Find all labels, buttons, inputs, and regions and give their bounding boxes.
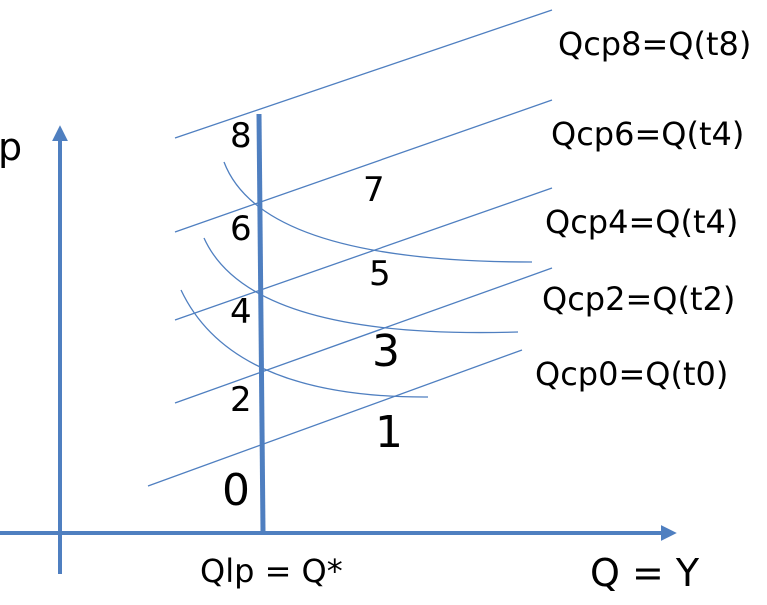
qcp0-line (147, 349, 523, 487)
region-5: 5 (369, 254, 391, 294)
curve-label-qcp0: Qcp0=Q(t0) (535, 355, 728, 393)
region-4: 4 (230, 292, 252, 332)
x-axis-label: Q = Y (590, 551, 700, 595)
lower-curve (180, 289, 429, 398)
qcp4-line (174, 187, 553, 321)
qcp8-line (174, 9, 553, 139)
curve-label-qcp8: Qcp8=Q(t8) (558, 25, 751, 63)
region-1: 1 (375, 407, 403, 458)
curve-label-qcp4: Qcp4=Q(t4) (545, 203, 738, 241)
indifference-curves (180, 161, 533, 398)
region-7: 7 (363, 170, 385, 210)
qcp6-line (174, 99, 553, 233)
qlp-label: Qlp = Q* (200, 552, 343, 590)
region-2: 2 (230, 380, 252, 420)
qcp2-line (174, 267, 553, 404)
qcp-lines (147, 9, 553, 487)
curve-label-qcp6: Qcp6=Q(t4) (551, 115, 744, 153)
region-6: 6 (230, 209, 252, 249)
upper-curve (223, 161, 533, 263)
middle-curve (203, 237, 519, 334)
qlp-vertical-line (256, 113, 266, 533)
region-8: 8 (230, 116, 252, 156)
curve-label-qcp2: Qcp2=Q(t2) (542, 280, 735, 318)
region-0: 0 (222, 465, 250, 516)
y-axis-label: p (0, 125, 22, 169)
region-3: 3 (372, 326, 400, 377)
